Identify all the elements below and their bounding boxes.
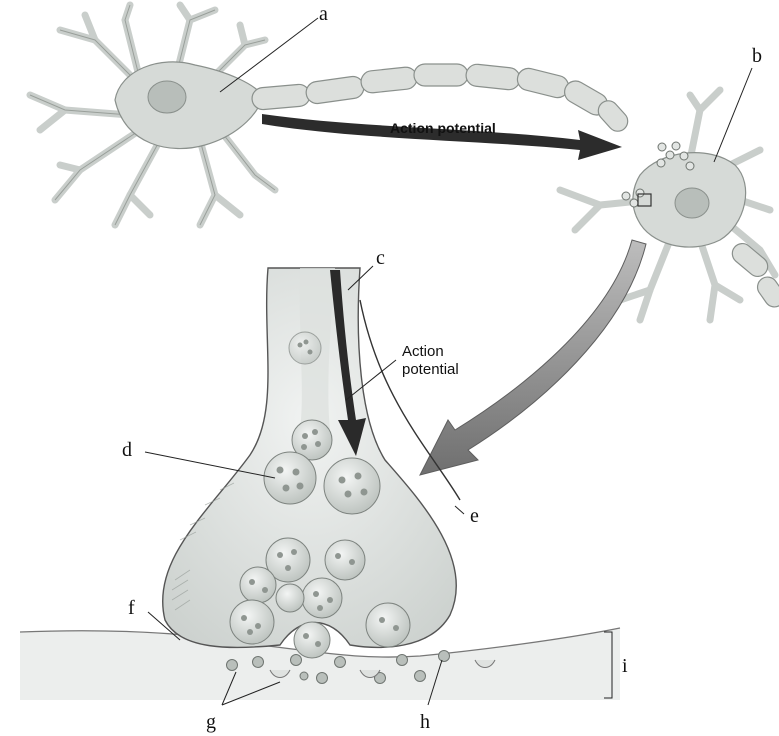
label-i: i — [622, 655, 628, 677]
postsynaptic-neuron — [560, 90, 779, 320]
presynaptic-neuron — [30, 5, 275, 225]
action-potential-label-top: Action potential — [390, 120, 496, 136]
zoom-arrow — [420, 240, 646, 475]
action-potential-label-mid-2: potential — [402, 361, 459, 378]
postsynaptic-nucleus — [675, 188, 709, 218]
presynaptic-nucleus — [148, 81, 186, 113]
label-f: f — [128, 597, 135, 619]
label-a: a — [319, 3, 328, 25]
presynaptic-soma — [115, 62, 262, 149]
label-g: g — [206, 711, 216, 733]
label-c: c — [376, 247, 385, 269]
action-potential-label-mid-1: Action — [402, 343, 444, 360]
label-d: d — [122, 439, 132, 461]
label-b: b — [752, 45, 762, 67]
label-h: h — [420, 711, 430, 733]
label-e: e — [470, 505, 479, 527]
